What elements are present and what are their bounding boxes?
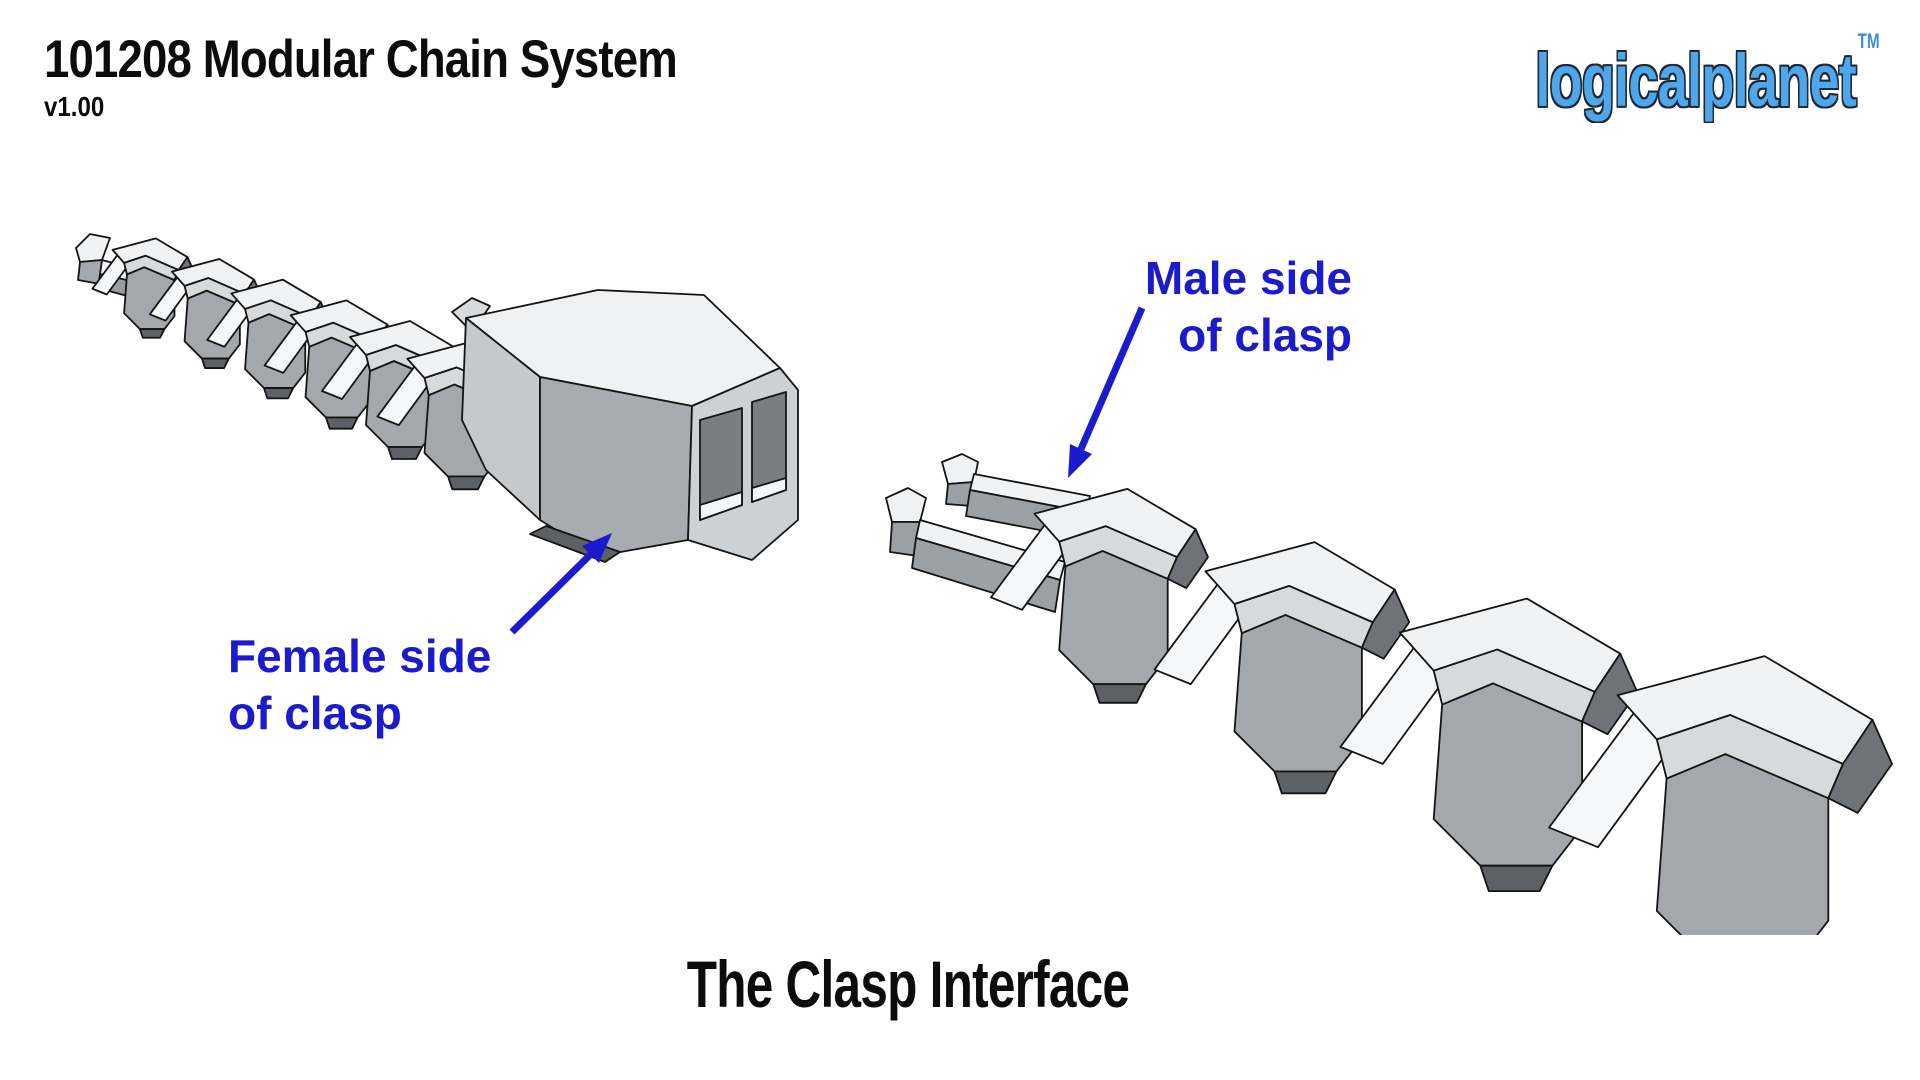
female-clasp-3d-render [60, 200, 820, 580]
male-clasp-3d-render [880, 370, 1920, 935]
female-chain-svg [75, 233, 799, 563]
female-label-line1: Female side [228, 630, 492, 682]
page-title: 101208 Modular Chain System [44, 30, 678, 89]
female-label-line2: of clasp [228, 687, 402, 739]
female-socket-end [451, 289, 799, 563]
version-label: v1.00 [44, 91, 105, 122]
title-block: 101208 Modular Chain System v1.00 [44, 30, 780, 122]
trademark-symbol: TM [1857, 30, 1880, 53]
male-label-line1: Male side [1144, 252, 1352, 304]
female-side-label: Female side of clasp [228, 628, 491, 742]
logo-text: logicalplanet [1535, 39, 1857, 122]
male-side-label: Male side of clasp [1145, 250, 1352, 364]
logo-wordmark: logicalplanetTM [1536, 30, 1880, 123]
male-label-line2: of clasp [1178, 309, 1352, 361]
figure-caption: The Clasp Interface [686, 947, 1130, 1021]
male-chain-svg [885, 453, 1920, 935]
brand-logo: logicalplanetTM [1408, 30, 1880, 123]
